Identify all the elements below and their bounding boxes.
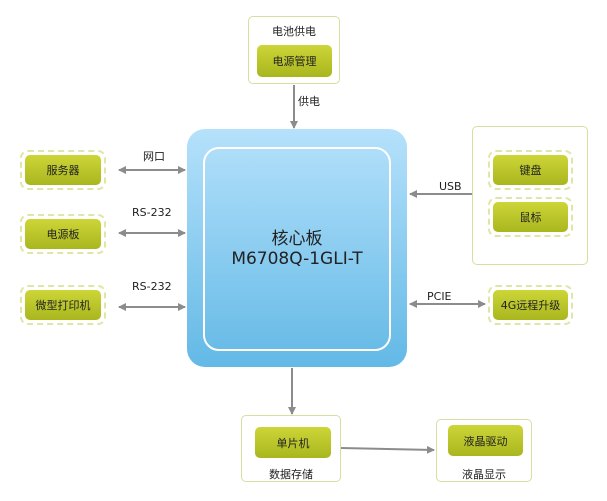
server-module: 服务器 [25, 155, 101, 185]
core-board: 核心板 M6708Q-1GLI-T [187, 129, 407, 367]
4g-upgrade-module: 4G远程升级 [493, 290, 568, 320]
ethernet-link-label: 网口 [143, 150, 165, 163]
power-board-module: 电源板 [25, 219, 101, 249]
keyboard-group: 键盘 [488, 150, 573, 190]
data-storage-label: 数据存储 [269, 468, 313, 481]
server-group: 服务器 [20, 150, 106, 190]
battery-power-label: 电池供电 [272, 25, 316, 38]
core-title: 核心板 [271, 229, 323, 249]
printer-module: 微型打印机 [25, 290, 101, 320]
keyboard-module: 键盘 [493, 155, 568, 185]
4g-upgrade-group: 4G远程升级 [488, 285, 573, 325]
pcie-link-label: PCIE [427, 290, 452, 303]
power-link-label: 供电 [298, 95, 320, 108]
rs232-link-label: RS-232 [132, 206, 172, 219]
mcu-module: 单片机 [255, 427, 331, 458]
arrow-mcu-to-lcd [340, 445, 435, 454]
power-management-module: 电源管理 [257, 45, 332, 77]
usb-link-label: USB [439, 180, 462, 193]
lcd-display-label: 液晶显示 [462, 468, 506, 481]
core-model: M6708Q-1GLI-T [231, 249, 363, 269]
lcd-display-group: 液晶驱动 液晶显示 [436, 419, 532, 482]
rs232-link-label: RS-232 [132, 280, 172, 293]
lcd-driver-module: 液晶驱动 [448, 425, 523, 456]
mouse-group: 鼠标 [488, 197, 573, 237]
data-storage-group: 单片机 数据存储 [241, 415, 341, 482]
usb-devices-group [472, 126, 588, 265]
power-board-group: 电源板 [20, 214, 106, 254]
printer-group: 微型打印机 [20, 285, 106, 325]
mouse-module: 鼠标 [493, 202, 568, 232]
battery-power-group: 电池供电 电源管理 [248, 16, 340, 84]
